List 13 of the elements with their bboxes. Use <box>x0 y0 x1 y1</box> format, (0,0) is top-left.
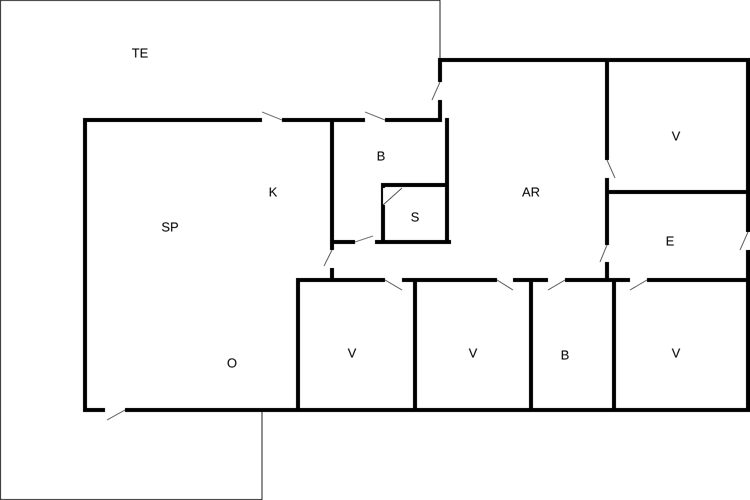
room-label: S <box>411 212 419 222</box>
room-label: B <box>378 152 385 160</box>
room-label: V <box>672 348 680 358</box>
room-label: E <box>666 236 674 246</box>
room-label: V <box>348 348 356 358</box>
room-label: V <box>468 348 478 358</box>
room-label: K <box>270 188 278 196</box>
room-label: TE <box>132 48 148 58</box>
room-label: SP <box>162 222 178 232</box>
room-label: O <box>228 358 236 368</box>
room-label: AR <box>522 188 540 196</box>
room-label: V <box>672 132 680 140</box>
room-label: B <box>562 350 569 360</box>
